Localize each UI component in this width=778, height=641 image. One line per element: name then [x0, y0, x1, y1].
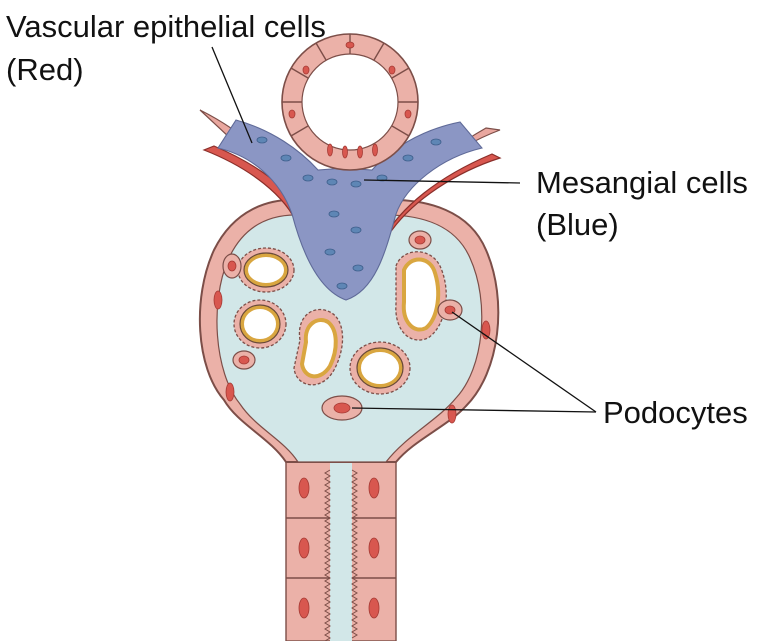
vascular-epithelial-label: Vascular epithelial cells	[6, 9, 326, 44]
capillary-loop	[350, 342, 410, 394]
mesangial-label: Mesangial cells	[536, 165, 748, 200]
mesangial-color-label: (Blue)	[536, 207, 619, 242]
podocytes-label: Podocytes	[603, 395, 748, 430]
renal-tubule	[286, 450, 396, 641]
vascular-epithelial-color-label: (Red)	[6, 52, 84, 87]
capillary-loop	[238, 248, 294, 292]
distal-tubule-ring	[282, 34, 418, 170]
capillary-loop	[234, 300, 286, 348]
